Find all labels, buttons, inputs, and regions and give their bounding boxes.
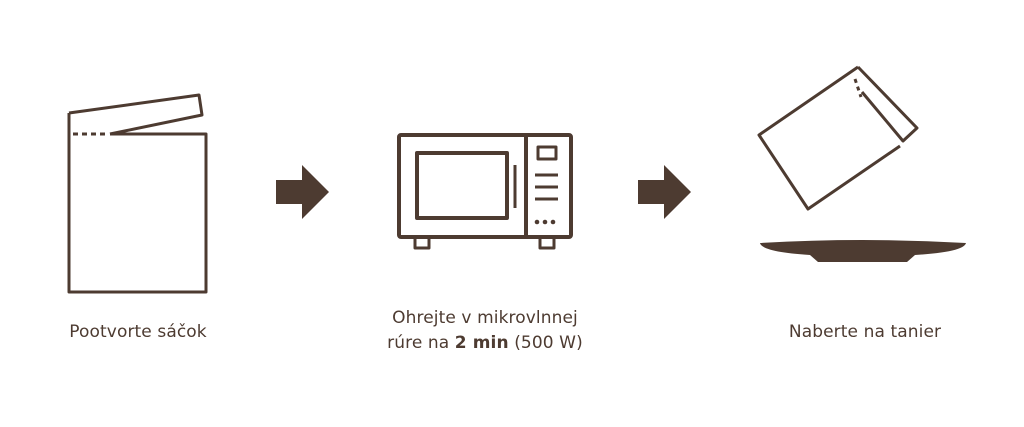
- bag-pouring-on-plate-icon: [757, 65, 919, 211]
- step-3-label: Naberte na tanier: [788, 322, 942, 342]
- step-2-label-line2: rúre na 2 min (500 W): [355, 331, 615, 356]
- step-1-label: Pootvorte sáčok: [69, 322, 207, 342]
- step-2-label-line1: Ohrejte v mikrovlnnej: [392, 308, 578, 328]
- microwave-dots: [534, 219, 556, 225]
- open-bag-icon: [67, 93, 208, 294]
- step-2-label-prefix: rúre na: [387, 333, 455, 353]
- step-2-label: Ohrejte v mikrovlnnej rúre na 2 min (500…: [355, 306, 615, 356]
- arrow-right-icon: [638, 165, 691, 219]
- microwave-icon: [397, 133, 573, 250]
- plate-icon: [760, 240, 966, 262]
- arrow-right-icon: [276, 165, 329, 219]
- step-2-label-suffix: (500 W): [508, 333, 583, 353]
- step-2-duration: 2 min: [454, 333, 509, 353]
